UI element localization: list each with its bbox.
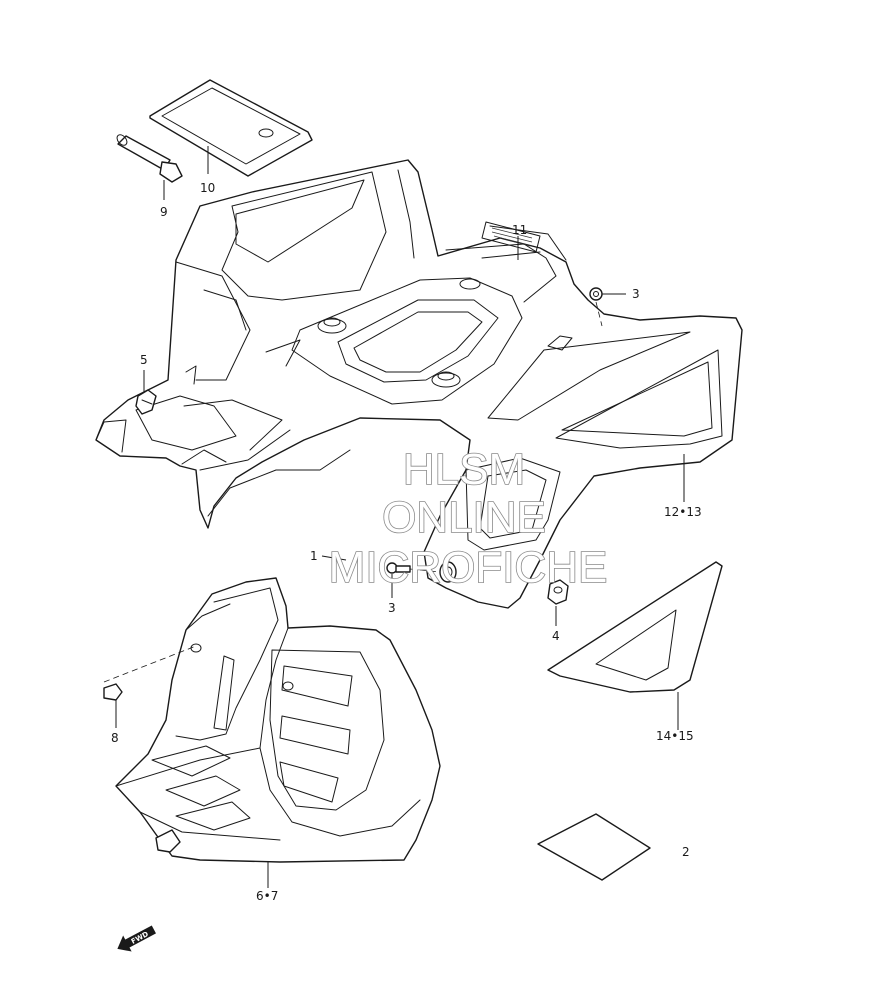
part-5-clip bbox=[135, 370, 157, 415]
part-8-screw bbox=[103, 645, 197, 728]
watermark-line-1: HLSM bbox=[403, 445, 525, 494]
part-6-7-mudguard bbox=[115, 577, 441, 888]
callout-2: 2 bbox=[682, 845, 690, 859]
callout-10: 10 bbox=[200, 181, 215, 195]
fwd-arrow-icon bbox=[117, 925, 156, 952]
part-2-label bbox=[537, 813, 651, 881]
callout-3-lower: 3 bbox=[388, 601, 396, 615]
fwd-label: FWD bbox=[130, 930, 150, 946]
part-9-bolt bbox=[116, 134, 183, 200]
callout-1: 1 bbox=[310, 549, 318, 563]
watermark-line-2: ONLINE bbox=[382, 493, 546, 542]
callout-6-7: 6•7 bbox=[256, 889, 278, 903]
part-3-screw-upper bbox=[589, 287, 626, 327]
part-1-grommet bbox=[321, 555, 457, 583]
part-3-screw-lower bbox=[386, 562, 441, 598]
watermark-line-3: MICROFICHE bbox=[329, 543, 608, 592]
callout-3-upper: 3 bbox=[632, 287, 640, 301]
part-4-nut bbox=[547, 579, 569, 626]
watermark: HLSM ONLINE MICROFICHE bbox=[328, 444, 608, 593]
callout-8: 8 bbox=[111, 731, 119, 745]
fwd-direction-arrow: FWD bbox=[117, 925, 156, 952]
callout-5: 5 bbox=[140, 353, 148, 367]
callout-4: 4 bbox=[552, 629, 560, 643]
part-14-15-decal bbox=[547, 561, 723, 730]
callout-14-15: 14•15 bbox=[656, 729, 694, 743]
rear-fender-main bbox=[95, 159, 743, 609]
callout-9: 9 bbox=[160, 205, 168, 219]
callout-11: 11 bbox=[512, 223, 527, 237]
callout-12-13: 12•13 bbox=[664, 505, 702, 519]
part-10-pad bbox=[149, 79, 313, 177]
